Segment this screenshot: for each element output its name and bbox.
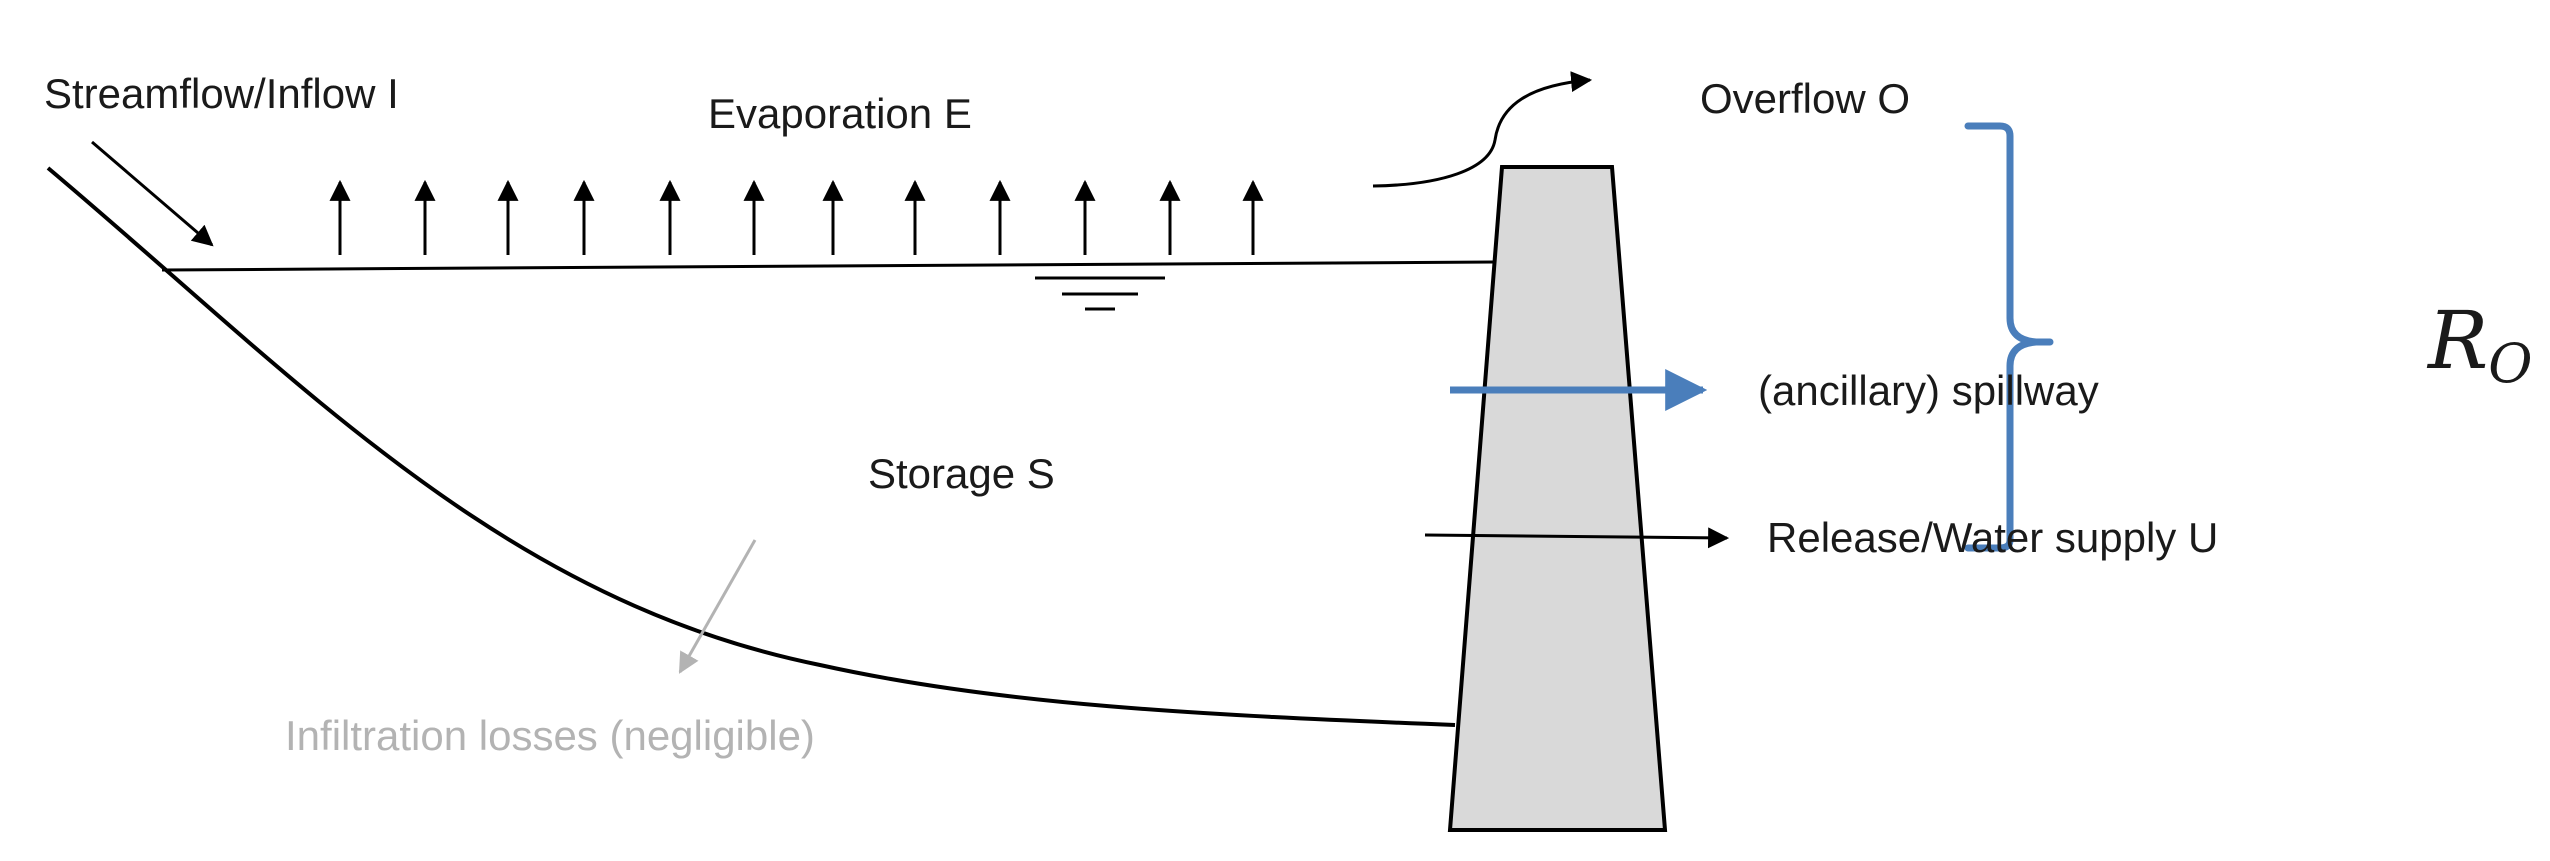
release-label: Release/Water supply U (1767, 514, 2218, 561)
outflow-symbol-subscript: O (2488, 332, 2532, 395)
reservoir-bed-line (46, 166, 1456, 727)
infiltration-label: Infiltration losses (negligible) (285, 712, 815, 759)
infiltration-arrow (678, 539, 757, 674)
spillway-label: (ancillary) spillway (1758, 367, 2099, 414)
release-arrow (1424, 527, 1730, 549)
evaporation-label: Evaporation E (708, 90, 972, 137)
inflow-arrow (91, 140, 214, 247)
overflow-arrow (1372, 71, 1593, 188)
storage-label: Storage S (868, 450, 1055, 497)
outflow-symbol-main: R (2426, 294, 2488, 387)
water-level-symbol (1035, 276, 1165, 311)
outflow-brace (1964, 122, 2054, 552)
dam-body (1447, 165, 1668, 832)
outflow-symbol: RO (2426, 294, 2533, 395)
water-surface-line (161, 260, 1496, 272)
overflow-label: Overflow O (1700, 75, 1910, 122)
inflow-label: Streamflow/Inflow I (44, 70, 399, 117)
evaporation-arrows (329, 179, 1264, 255)
